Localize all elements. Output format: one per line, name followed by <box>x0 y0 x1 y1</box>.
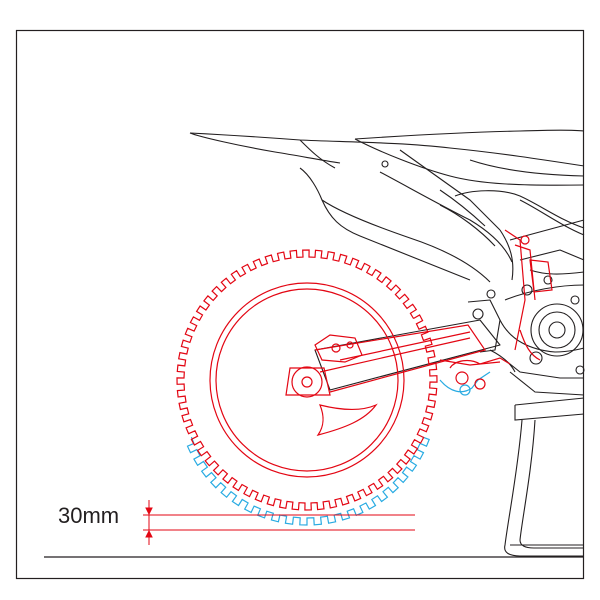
dimension-label: 30mm <box>58 503 120 528</box>
dimension-marker <box>143 500 415 545</box>
rear-wheel-blue-position <box>186 371 491 526</box>
fender-bolt <box>381 160 389 168</box>
rear-wheel-red-position <box>176 229 553 511</box>
swingarm <box>314 324 486 393</box>
wheel-rim-outer <box>209 282 405 478</box>
arrow-down <box>145 507 153 516</box>
wheel-rim-inner <box>215 288 399 472</box>
diagram-border <box>15 29 585 580</box>
bike-body-outline <box>189 129 585 396</box>
wheel-hub <box>291 366 323 398</box>
arrow-up <box>145 529 153 538</box>
bike-stand <box>504 397 585 557</box>
